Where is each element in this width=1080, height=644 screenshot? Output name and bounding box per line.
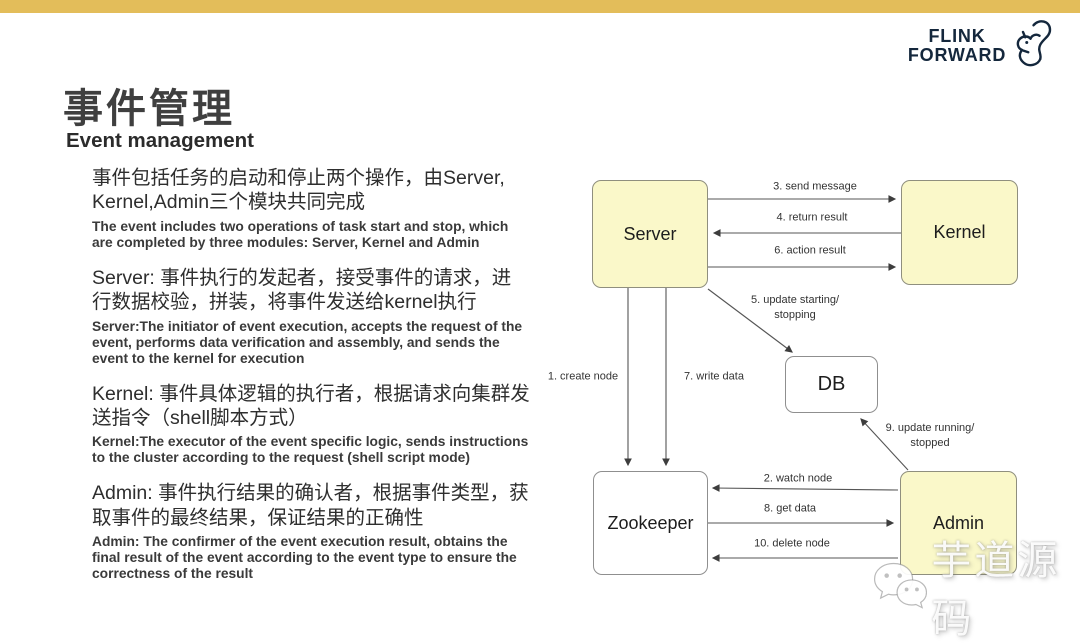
paragraph-overview-en: The event includes two operations of tas… <box>92 218 509 250</box>
paragraph-admin-zh: Admin: 事件执行结果的确认者，根据事件类型，获取事件的最终结果，保证结果的… <box>92 482 529 529</box>
node-zookeeper: Zookeeper <box>593 471 708 575</box>
paragraph-kernel-zh: Kernel: 事件具体逻辑的执行者，根据请求向集群发送指令（shell脚本方式… <box>92 382 530 429</box>
edge-label-return-result: 4. return result <box>776 211 848 224</box>
logo-text: FLINK FORWARD <box>896 26 1018 66</box>
node-admin: Admin <box>900 471 1017 575</box>
flink-forward-logo: FLINK FORWARD <box>896 20 1056 80</box>
paragraph-admin-en: Admin: The confirmer of the event execut… <box>92 534 517 581</box>
paragraph-server-en: Server:The initiator of event execution,… <box>92 318 523 366</box>
paragraph-kernel-en: Kernel:The executor of the event specifi… <box>92 434 529 466</box>
node-kernel: Kernel <box>901 180 1018 285</box>
edge-label-get-data: 8. get data <box>764 502 816 515</box>
edge-label-send-message: 3. send message <box>773 180 857 193</box>
paragraph-overview-zh: 事件包括任务的启动和停止两个操作，由Server, Kernel,Admin三个… <box>92 167 505 214</box>
node-server: Server <box>592 180 708 288</box>
event-flow-diagram: Server Kernel DB Zookeeper Admin 1. crea… <box>547 180 1018 575</box>
edge-label-update-running: 9. update running/ stopped <box>885 422 975 449</box>
squirrel-icon <box>1016 20 1052 67</box>
arrow-2-watch-node <box>711 484 899 492</box>
paragraph-server: Server: 事件执行的发起者，接受事件的请求，进行数据校验，拼装，将事件发送… <box>92 266 530 367</box>
page-title: 事件管理 <box>63 87 235 131</box>
edge-label-action-result: 6. action result <box>774 244 846 257</box>
edge-label-update-starting: 5. update starting/ stopping <box>750 294 840 321</box>
diagram-arrows <box>624 195 909 562</box>
edge-label-watch-node: 2. watch node <box>763 472 833 485</box>
paragraph-admin: Admin: 事件执行结果的确认者，根据事件类型，获取事件的最终结果，保证结果的… <box>92 481 530 582</box>
edge-label-create-node: 1. create node <box>547 370 619 383</box>
logo-line-forward: FORWARD <box>907 45 1007 66</box>
description-column: 事件包括任务的启动和停止两个操作，由Server, Kernel,Admin三个… <box>92 166 530 597</box>
node-db: DB <box>785 356 878 413</box>
arrow-9-update-running-stopped <box>860 418 909 471</box>
edge-label-write-data: 7. write data <box>684 370 744 383</box>
paragraph-server-zh: Server: 事件执行的发起者，接受事件的请求，进行数据校验，拼装，将事件发送… <box>92 266 512 314</box>
paragraph-kernel: Kernel: 事件具体逻辑的执行者，根据请求向集群发送指令（shell脚本方式… <box>92 382 530 467</box>
arrow-5-update-starting-stopping <box>707 288 793 353</box>
paragraph-overview: 事件包括任务的启动和停止两个操作，由Server, Kernel,Admin三个… <box>92 166 530 251</box>
page-subtitle: Event management <box>66 129 254 152</box>
logo-line-flink: FLINK <box>928 26 986 46</box>
top-accent-bar <box>0 0 1080 13</box>
edge-label-delete-node: 10. delete node <box>754 537 830 550</box>
